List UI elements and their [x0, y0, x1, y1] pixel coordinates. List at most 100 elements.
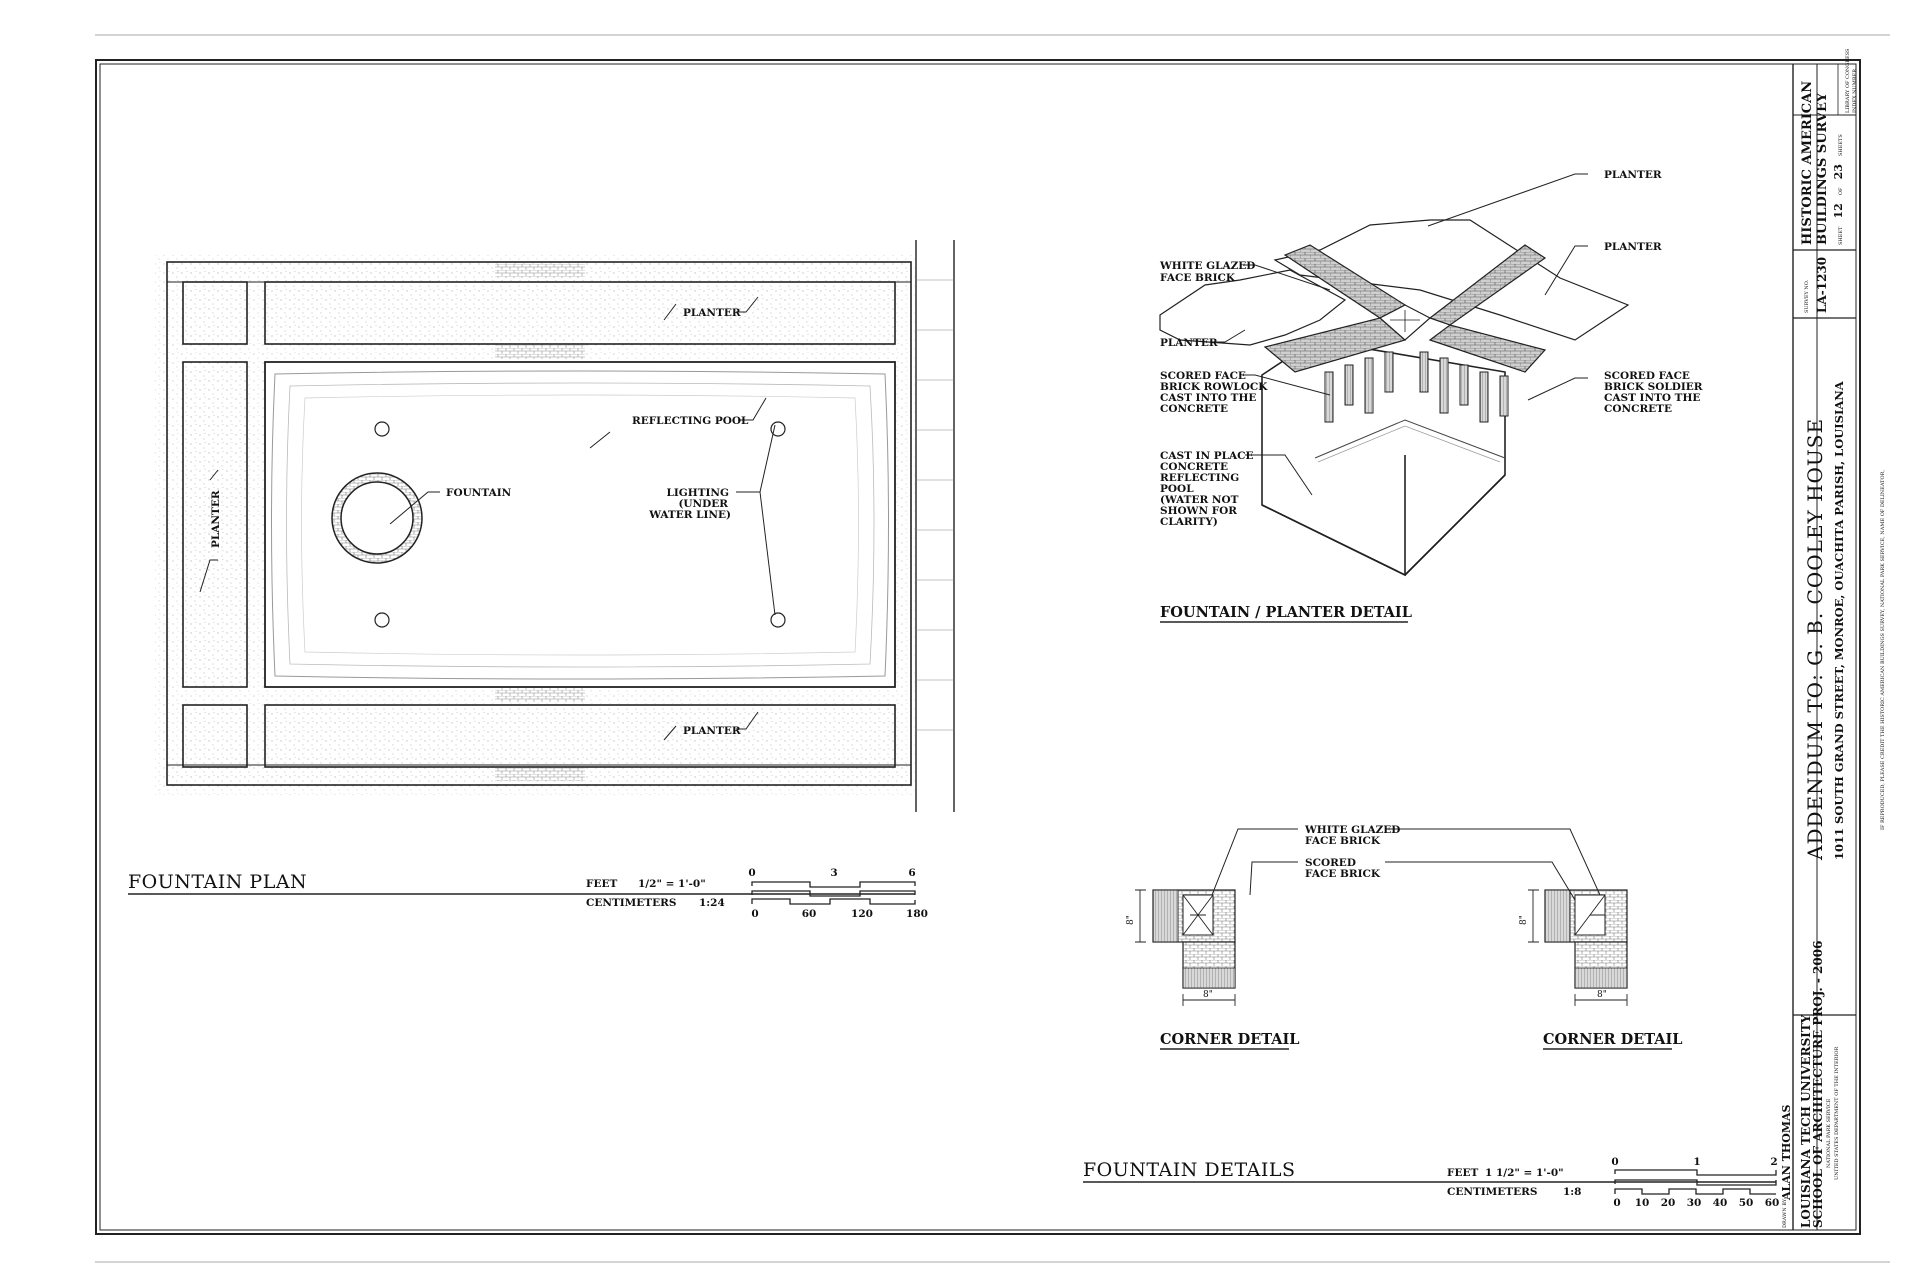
corner-details: 8" 8" 8" 8" WHITE GLAZED FACE BRICK SCOR… — [1126, 824, 1682, 1050]
label-rowlock-3: CAST INTO THE — [1160, 392, 1256, 404]
address-line: 1011 SOUTH GRAND STREET, MONROE, OUACHIT… — [1832, 380, 1846, 860]
details-cm-tick-0: 0 — [1613, 1197, 1620, 1209]
label-cast-2: CONCRETE — [1160, 461, 1228, 473]
sheet-number-line: SHEET 12 OF 23 SHEETS — [1827, 134, 1846, 245]
fountain-basin — [340, 481, 414, 555]
corner-right-dim-h: 8" — [1597, 990, 1607, 1000]
details-cm-tick-30: 30 — [1687, 1197, 1702, 1209]
corner-detail-title-left: CORNER DETAIL — [1160, 1031, 1299, 1048]
label-rowlock-1: SCORED FACE — [1160, 370, 1246, 382]
scale-cm-tick-60: 60 — [802, 908, 817, 920]
details-scale-feet-ratio: 1 1/2" = 1'-0" — [1485, 1167, 1564, 1179]
corner-label-white-glazed-1: WHITE GLAZED — [1304, 824, 1400, 836]
label-rowlock-4: CONCRETE — [1160, 403, 1228, 415]
label-white-glazed-1: WHITE GLAZED — [1159, 260, 1255, 272]
label-cast-6: SHOWN FOR — [1160, 505, 1237, 517]
drawn-by-name: ALAN THOMAS — [1780, 1104, 1793, 1201]
scale-cm-tick-120: 120 — [851, 908, 873, 920]
scale-ft-tick-0: 0 — [748, 867, 755, 879]
title-block: LIBRARY OF CONGRESS INDEX NUMBER HISTORI… — [1780, 48, 1886, 1230]
label-cast-4: POOL — [1160, 483, 1194, 495]
label-soldier-4: CONCRETE — [1604, 403, 1672, 415]
label-soldier-2: BRICK SOLDIER — [1604, 381, 1703, 393]
loc-label-1: LIBRARY OF CONGRESS — [1845, 48, 1851, 113]
habs-line-2: BUILDINGS SURVEY — [1815, 92, 1830, 245]
details-cm-tick-20: 20 — [1661, 1197, 1676, 1209]
light-1 — [374, 421, 390, 437]
planter-detail: PLANTER PLANTER PLANTER WHITE GLAZED FAC… — [1159, 169, 1703, 623]
university-line: LOUISIANA TECH UNIVERSITY — [1799, 1014, 1813, 1228]
label-rowlock-2: BRICK ROWLOCK — [1160, 381, 1268, 393]
label-planter-left: PLANTER — [210, 490, 222, 548]
details-scale-feet-label: FEET — [1447, 1167, 1478, 1179]
label-soldier-1: SCORED FACE — [1604, 370, 1690, 382]
details-cm-tick-10: 10 — [1635, 1197, 1650, 1209]
corner-detail-title-right: CORNER DETAIL — [1543, 1031, 1682, 1048]
drawn-by-label: DRAWN BY: — [1782, 1197, 1788, 1228]
scale-cm-tick-0: 0 — [751, 908, 758, 920]
corner-left-dim-h: 8" — [1203, 990, 1213, 1000]
label-reflecting-pool: REFLECTING POOL — [632, 415, 749, 427]
planter-left — [182, 361, 248, 688]
details-ft-tick-0: 0 — [1611, 1156, 1618, 1168]
interior-line: UNITED STATES DEPARTMENT OF THE INTERIOR — [1834, 1047, 1840, 1180]
credit-line: IF REPRODUCED, PLEASE CREDIT THE HISTORI… — [1880, 470, 1886, 830]
corner-label-scored-2: FACE BRICK — [1305, 868, 1381, 880]
scale-cm-label: CENTIMETERS — [586, 897, 676, 909]
label-cast-5: (WATER NOT — [1160, 494, 1239, 506]
label-soldier-3: CAST INTO THE — [1604, 392, 1700, 404]
scale-bar-details — [1614, 1169, 1777, 1195]
label-planter-b: PLANTER — [1604, 241, 1662, 253]
scale-cm-ratio: 1:24 — [699, 897, 725, 909]
label-lighting-2: (UNDER — [678, 498, 728, 510]
label-white-glazed-2: FACE BRICK — [1160, 272, 1236, 284]
details-scale-cm-ratio: 1:8 — [1563, 1186, 1582, 1198]
corner-left-dim-v: 8" — [1126, 915, 1136, 925]
label-cast-7: CLARITY) — [1160, 516, 1218, 528]
fountain-details-title: FOUNTAIN DETAILS — [1083, 1159, 1296, 1181]
label-planter-top: PLANTER — [683, 307, 741, 319]
label-lighting-1: LIGHTING — [667, 487, 730, 499]
details-ft-tick-2: 2 — [1770, 1156, 1777, 1168]
scale-feet-ratio: 1/2" = 1'-0" — [638, 878, 706, 890]
details-ft-tick-1: 1 — [1693, 1156, 1700, 1168]
details-cm-tick-50: 50 — [1739, 1197, 1754, 1209]
details-scale-cm-label: CENTIMETERS — [1447, 1186, 1537, 1198]
scale-ft-tick-3: 3 — [830, 867, 837, 879]
nps-line: NATIONAL PARK SERVICE — [1826, 1098, 1832, 1168]
label-lighting-3: WATER LINE) — [648, 509, 731, 521]
sheet-border — [95, 34, 1890, 1263]
scale-feet-label: FEET — [586, 878, 617, 890]
light-2 — [374, 612, 390, 628]
planter-top — [264, 281, 896, 345]
light-4 — [770, 612, 786, 628]
loc-label-2: INDEX NUMBER — [1852, 69, 1858, 113]
label-planter-a: PLANTER — [1604, 169, 1662, 181]
scale-cm-tick-180: 180 — [906, 908, 928, 920]
planter-detail-title: FOUNTAIN / PLANTER DETAIL — [1160, 604, 1412, 621]
planter-bottom — [264, 704, 896, 768]
habs-line-1: HISTORIC AMERICAN — [1800, 81, 1815, 245]
label-fountain: FOUNTAIN — [446, 487, 512, 499]
planter-corner-tl — [182, 281, 248, 345]
fountain-plan: PLANTER PLANTER PLANTER REFLECTING POOL … — [128, 240, 955, 920]
fountain-details-footer: FOUNTAIN DETAILS FEET 1 1/2" = 1'-0" CEN… — [1083, 1156, 1779, 1209]
corner-label-white-glazed-2: FACE BRICK — [1305, 835, 1381, 847]
label-planter-c: PLANTER — [1160, 337, 1218, 349]
scale-ft-tick-6: 6 — [908, 867, 915, 879]
corner-right-dim-v: 8" — [1519, 915, 1529, 925]
fountain-plan-title: FOUNTAIN PLAN — [128, 871, 307, 893]
school-line: SCHOOL OF ARCHITECTURE PROJ. - 2006 — [1811, 941, 1825, 1228]
details-cm-tick-40: 40 — [1713, 1197, 1728, 1209]
planter-corner-bl — [182, 704, 248, 768]
main-title: ADDENDUM TO: G. B. COOLEY HOUSE — [1803, 418, 1827, 861]
label-cast-1: CAST IN PLACE — [1160, 450, 1254, 462]
survey-no: LA-1230 — [1815, 257, 1829, 313]
label-planter-bottom: PLANTER — [683, 725, 741, 737]
scale-bar-plan — [751, 881, 916, 905]
label-cast-3: REFLECTING — [1160, 472, 1239, 484]
survey-no-label: SURVEY NO. — [1804, 279, 1810, 313]
corner-label-scored-1: SCORED — [1305, 857, 1356, 869]
details-cm-tick-60: 60 — [1765, 1197, 1780, 1209]
